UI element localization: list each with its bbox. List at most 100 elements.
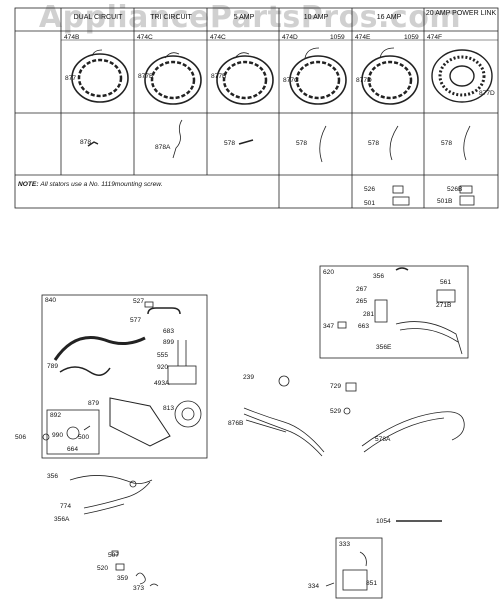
label-526: 526 xyxy=(364,186,376,193)
label-520: 520 xyxy=(97,565,109,572)
box-892 xyxy=(46,409,100,455)
label-877: 877 xyxy=(65,75,77,82)
label-578-c5: 578 xyxy=(368,140,380,147)
part-501b xyxy=(459,195,475,206)
stator-877b-b xyxy=(216,55,274,105)
label-577: 577 xyxy=(130,317,142,324)
label-356a: 356A xyxy=(54,516,70,523)
label-265: 265 xyxy=(356,298,368,305)
label-879: 879 xyxy=(88,400,100,407)
label-876b: 876B xyxy=(228,420,244,427)
col-header-16-amp: 16 AMP xyxy=(376,14,402,21)
label-877d-a: 877D xyxy=(356,77,372,84)
label-813: 813 xyxy=(163,405,175,412)
label-239: 239 xyxy=(243,374,255,381)
label-578-c4: 578 xyxy=(296,140,308,147)
label-334: 334 xyxy=(308,583,320,590)
label-663: 663 xyxy=(358,323,370,330)
lead-878a xyxy=(172,119,183,159)
part-501 xyxy=(392,196,410,206)
label-506: 506 xyxy=(15,434,27,441)
label-1054: 1054 xyxy=(376,518,391,525)
label-501b: 501B xyxy=(437,198,453,205)
stator-877b-a xyxy=(144,55,202,105)
label-664: 664 xyxy=(67,446,79,453)
label-899: 899 xyxy=(163,339,175,346)
label-561: 561 xyxy=(440,279,452,286)
box-840-title: 840 xyxy=(45,297,57,304)
note-prefix: NOTE: xyxy=(18,181,39,188)
label-920: 920 xyxy=(157,364,169,371)
label-877b-b: 877B xyxy=(211,73,227,80)
lead-578-5 xyxy=(389,125,399,161)
label-356e: 356E xyxy=(376,344,392,351)
label-877c: 877C xyxy=(283,77,299,84)
label-990: 990 xyxy=(52,432,64,439)
label-267: 267 xyxy=(356,286,368,293)
label-347: 347 xyxy=(323,323,335,330)
label-501: 501 xyxy=(364,200,376,207)
note-text: All stators use a No. 1119mounting screw… xyxy=(40,181,163,188)
label-527: 527 xyxy=(133,298,145,305)
label-474b: 474B xyxy=(64,34,80,41)
label-851: 851 xyxy=(366,580,378,587)
col-header-20-amp-power-link: 20 AMP POWER LINK xyxy=(425,10,497,17)
watermark: AppliancePartsPros.com xyxy=(38,0,462,35)
label-474e: 474E xyxy=(355,34,371,41)
lead-878 xyxy=(87,141,99,147)
label-526b: 526B xyxy=(447,186,463,193)
label-578-c6: 578 xyxy=(441,140,453,147)
label-281: 281 xyxy=(363,311,375,318)
label-474c-b: 474C xyxy=(210,34,226,41)
part-526 xyxy=(392,185,404,194)
label-474c-a: 474C xyxy=(137,34,153,41)
label-578a: 578A xyxy=(375,436,391,443)
label-877b-a: 877B xyxy=(138,73,154,80)
lead-578-6 xyxy=(463,125,471,161)
label-578-c3: 578 xyxy=(224,140,236,147)
box-333 xyxy=(335,537,383,599)
box-620 xyxy=(319,265,469,359)
label-729: 729 xyxy=(330,383,342,390)
box-840 xyxy=(41,294,208,459)
lead-578-3 xyxy=(238,139,254,145)
box-620-title: 620 xyxy=(323,269,335,276)
col-header-10-amp: 10 AMP xyxy=(303,14,329,21)
stator-877c xyxy=(289,55,347,105)
harness-578a xyxy=(361,411,465,447)
col-header-dual-circuit: DUAL CIRCUIT xyxy=(73,14,123,21)
part-526b xyxy=(459,185,473,194)
label-878: 878 xyxy=(80,139,92,146)
harness-356a xyxy=(83,481,151,509)
lead-578-4 xyxy=(319,125,327,163)
box-333-title: 333 xyxy=(339,541,351,548)
col-header-5-amp: 5 AMP xyxy=(233,14,255,21)
label-359: 359 xyxy=(117,575,129,582)
label-789: 789 xyxy=(47,363,59,370)
wire-356 xyxy=(69,475,153,484)
label-356-620: 356 xyxy=(373,273,385,280)
label-555: 555 xyxy=(157,352,169,359)
stator-877d-a xyxy=(361,55,419,105)
box-892-title: 892 xyxy=(50,412,62,419)
label-683: 683 xyxy=(163,328,175,335)
label-878a: 878A xyxy=(155,144,171,151)
label-774: 774 xyxy=(60,503,72,510)
stator-note: NOTE: All stators use a No. 1119mounting… xyxy=(18,181,163,188)
label-877d-b: 877D xyxy=(479,90,495,97)
label-493a: 493A xyxy=(154,380,170,387)
stator-877d-b xyxy=(431,49,493,103)
label-474f: 474F xyxy=(427,34,443,41)
label-1059-c4: 1059 xyxy=(330,34,345,41)
harness-876b xyxy=(243,407,325,453)
stator-table xyxy=(14,7,499,209)
label-474d: 474D xyxy=(282,34,298,41)
label-356: 356 xyxy=(47,473,59,480)
label-500: 500 xyxy=(78,434,90,441)
label-1059-c5: 1059 xyxy=(404,34,419,41)
label-271b: 271B xyxy=(436,302,452,309)
col-header-tri-circuit: TRI CIRCUIT xyxy=(150,14,192,21)
label-507: 507 xyxy=(108,552,120,559)
